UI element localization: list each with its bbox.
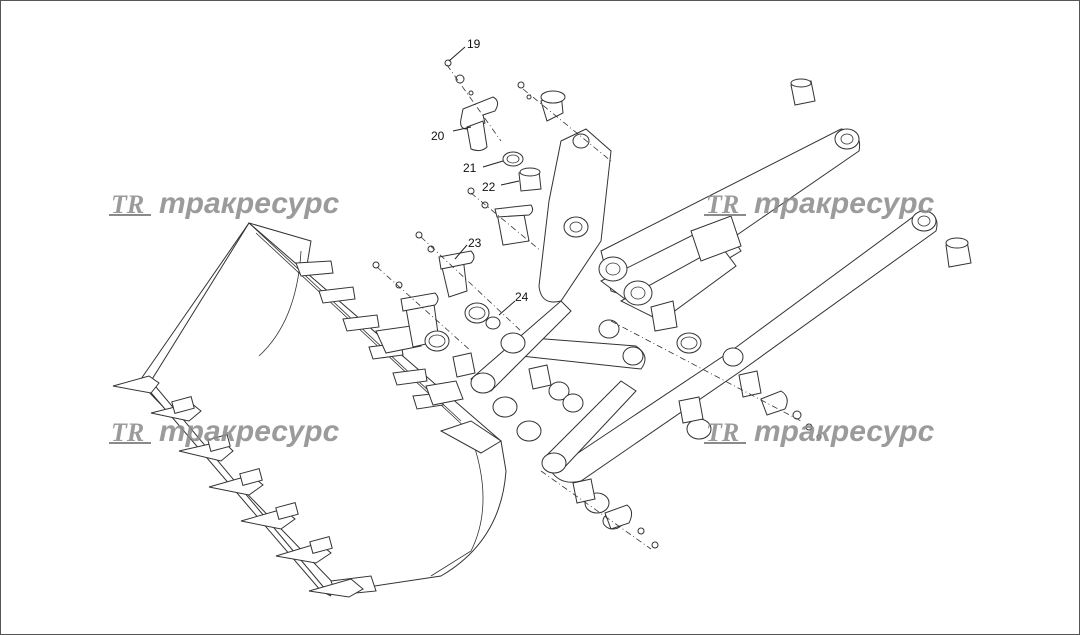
watermark-bottom-left: TR тракресурс <box>109 415 340 448</box>
bolts-and-washers <box>372 59 822 549</box>
callout-23: 23 <box>468 236 482 250</box>
bucket-teeth <box>112 375 364 598</box>
bell-crank <box>538 128 612 303</box>
leader-23 <box>454 244 468 260</box>
leader-21 <box>482 160 504 168</box>
callouts: 19 20 21 22 23 24 <box>431 37 529 316</box>
leader-19 <box>448 46 466 62</box>
center-lines <box>376 64 802 550</box>
watermark-text: тракресурс <box>159 415 340 448</box>
links <box>470 300 646 474</box>
callout-24: 24 <box>515 290 529 304</box>
watermark-top-right: TR тракресурс <box>704 187 935 220</box>
callout-22: 22 <box>482 180 496 194</box>
callout-19: 19 <box>467 37 481 51</box>
watermark-top-left: TR тракресурс <box>109 187 340 220</box>
watermark-text: тракресурс <box>754 187 935 220</box>
pins-and-bushings <box>400 78 972 530</box>
leader-22 <box>500 180 520 186</box>
leader-20 <box>452 126 472 132</box>
callout-20: 20 <box>431 129 445 143</box>
watermark-text: тракресурс <box>159 187 340 220</box>
leader-24 <box>498 300 516 316</box>
callout-21: 21 <box>463 161 477 175</box>
watermark-text: тракресурс <box>754 415 935 448</box>
watermark-bottom-right: TR тракресурс <box>704 415 935 448</box>
